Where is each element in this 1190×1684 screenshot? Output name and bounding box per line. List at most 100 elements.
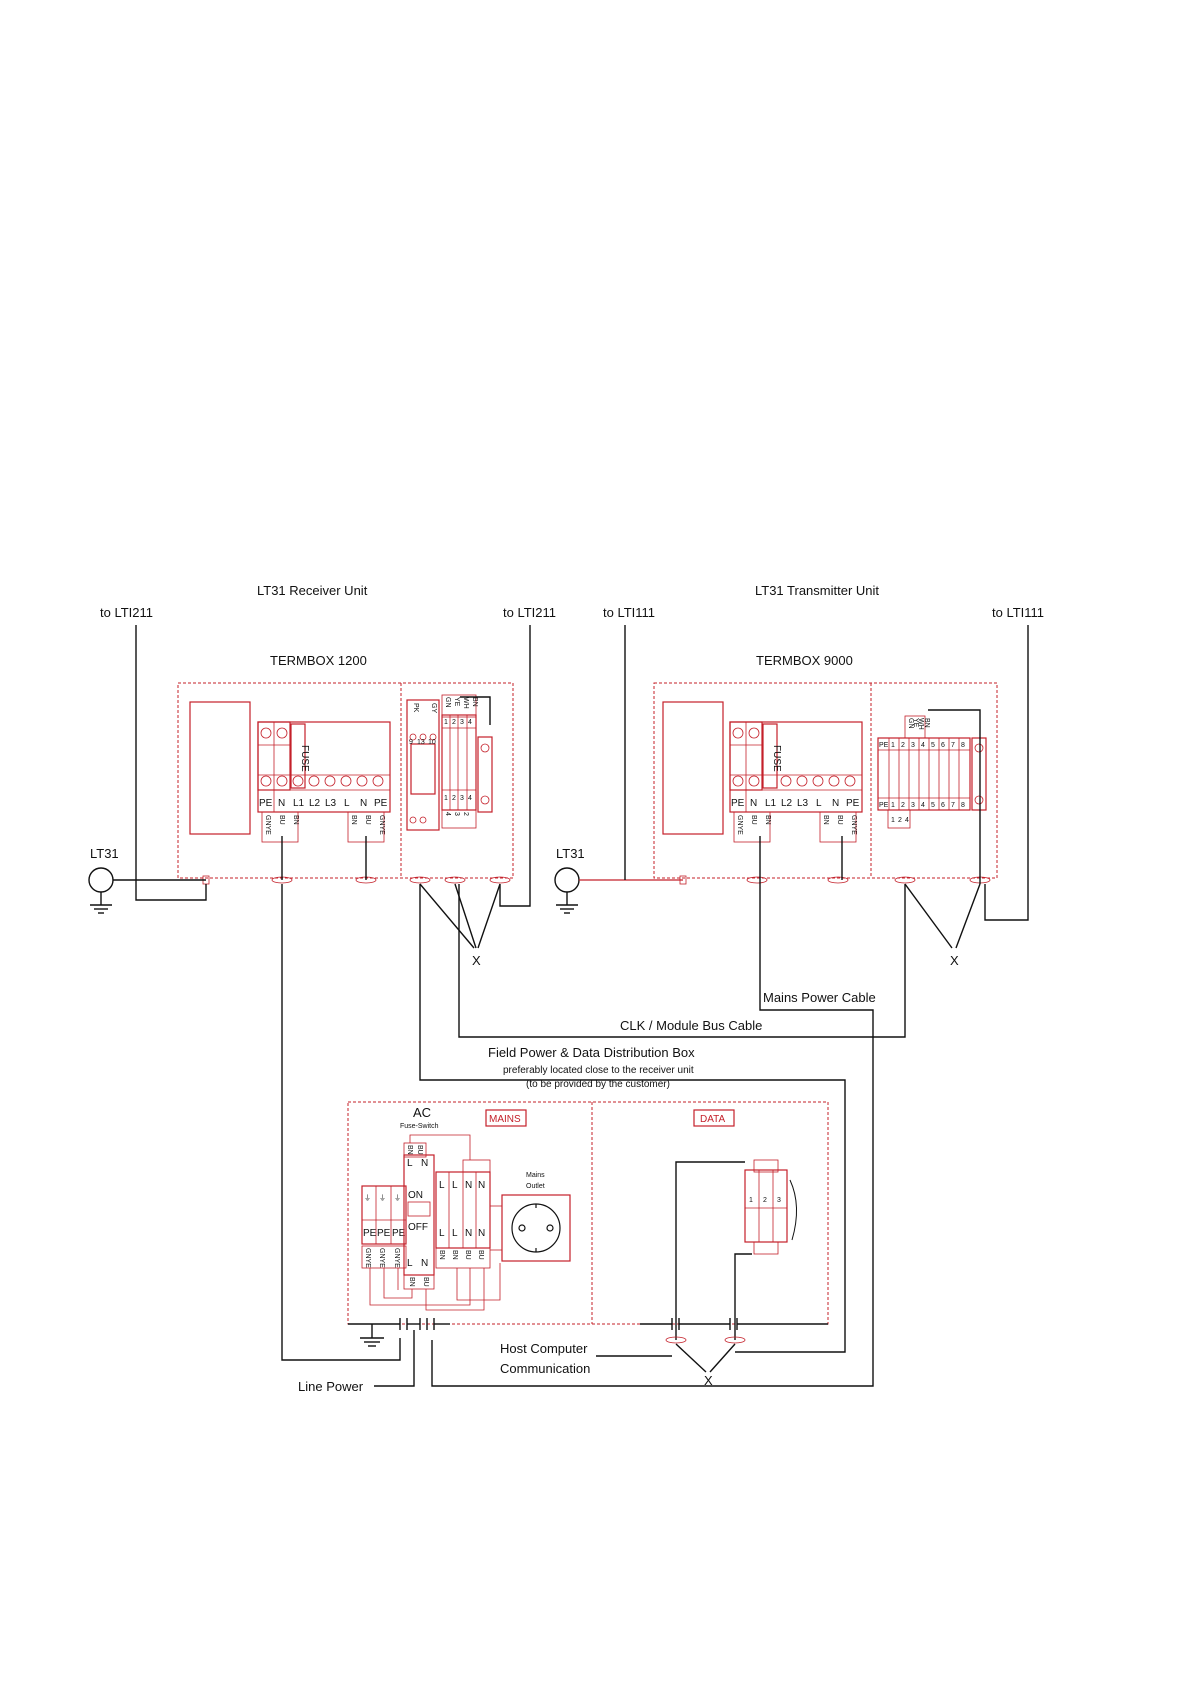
pe-label: PE bbox=[363, 1228, 377, 1239]
screw-icon bbox=[372, 775, 384, 787]
data-pin: 1 bbox=[749, 1197, 753, 1204]
transmitter-cable-glands bbox=[679, 875, 991, 885]
screw-icon bbox=[429, 733, 437, 741]
screw-icon bbox=[324, 775, 336, 787]
receiver-power-module bbox=[189, 701, 251, 835]
module-code: GY bbox=[430, 703, 437, 713]
receiver-terminal-labels: PE N L1 L2 L3 L N PE bbox=[259, 798, 388, 809]
strip-num: 3 bbox=[911, 802, 915, 809]
wire-code: GNYE bbox=[850, 815, 857, 835]
wire-code: BN bbox=[292, 815, 299, 825]
gland-icon bbox=[444, 876, 466, 884]
strip-code: WH bbox=[462, 697, 469, 709]
switch-on-label: ON bbox=[408, 1190, 423, 1201]
wire-code: GNYE bbox=[364, 1248, 371, 1268]
strip-num: 7 bbox=[951, 802, 955, 809]
wire-code: BU bbox=[278, 815, 285, 825]
receiver-x-marker: X bbox=[472, 953, 481, 968]
gland-icon bbox=[894, 876, 916, 884]
terminal-label: PE bbox=[259, 798, 273, 809]
transmitter-x-marker: X bbox=[950, 953, 959, 968]
ac-label: AC bbox=[413, 1105, 431, 1120]
receiver-screw-row bbox=[260, 727, 384, 787]
wire-code: BN bbox=[822, 815, 829, 825]
wire-code: BU bbox=[416, 1145, 423, 1155]
terminal-label: N bbox=[750, 798, 757, 809]
strip-code: BN bbox=[471, 697, 478, 707]
strip-num: 6 bbox=[941, 802, 945, 809]
data-pin: 2 bbox=[763, 1197, 767, 1204]
module-code: PK bbox=[412, 703, 419, 713]
mains-tag bbox=[485, 1109, 527, 1127]
strip-num: 4 bbox=[468, 719, 472, 726]
strip-num: 1 bbox=[891, 742, 895, 749]
terminal-n: N bbox=[478, 1180, 485, 1191]
distribution-box: Field Power & Data Distribution Box pref… bbox=[347, 1045, 829, 1347]
wire-code: BU bbox=[364, 815, 371, 825]
line-power-label: Line Power bbox=[298, 1379, 364, 1394]
strip-num: 2 bbox=[898, 817, 902, 824]
terminal-label: L3 bbox=[797, 798, 809, 809]
strip-num: 1 bbox=[444, 719, 448, 726]
cable-runs bbox=[281, 625, 1029, 1387]
screw-icon bbox=[308, 775, 320, 787]
strip-num: 7 bbox=[951, 742, 955, 749]
transmitter-ground-terminal-icon bbox=[554, 867, 580, 893]
pe-terminal-block: ⏚ ⏚ ⏚ PE PE PE GNYE GNYE GNYE bbox=[361, 1185, 407, 1269]
screw-icon bbox=[419, 816, 427, 824]
wire-code: BN bbox=[350, 815, 357, 825]
strip-num: 2 bbox=[452, 795, 456, 802]
switch-n-label: N bbox=[421, 1158, 428, 1169]
strip-code: 4 bbox=[444, 812, 451, 816]
wire-code: GNYE bbox=[264, 815, 271, 835]
transmitter-earth-icon bbox=[556, 892, 578, 914]
transmitter-fuse-label: FUSE bbox=[771, 745, 782, 772]
clk-bus-cable bbox=[458, 884, 906, 1038]
screw-icon bbox=[260, 775, 272, 787]
terminal-l: L bbox=[439, 1228, 445, 1239]
transmitter-to-right: to LTI111 bbox=[992, 605, 1044, 620]
screw-icon bbox=[409, 816, 417, 824]
distribution-outline bbox=[347, 1101, 829, 1325]
transmitter-ground-label: LT31 bbox=[556, 846, 585, 861]
gland-icon bbox=[409, 876, 431, 884]
strip-num: 5 bbox=[931, 802, 935, 809]
wire-code: GNYE bbox=[378, 1248, 385, 1268]
strip-code: 2 bbox=[462, 812, 469, 816]
terminal-label: L3 bbox=[325, 798, 337, 809]
termbox-9000-outline bbox=[653, 682, 998, 879]
terminal-label: L2 bbox=[781, 798, 793, 809]
terminal-label: L1 bbox=[293, 798, 305, 809]
transmitter-terminal-strip: FUSE PE N L1 L2 L3 L N PE GNYE BU BN bbox=[729, 721, 863, 843]
termbox-1200-outline bbox=[177, 682, 514, 879]
distribution-glands bbox=[348, 1318, 828, 1344]
earth-icon: ⏚ bbox=[379, 1194, 386, 1202]
terminal-l: L bbox=[439, 1180, 445, 1191]
receiver-left-lead bbox=[135, 625, 207, 901]
transmitter-right-lead bbox=[984, 625, 1029, 921]
strip-code: BN bbox=[923, 718, 930, 728]
strip-code: 3 bbox=[453, 812, 460, 816]
screw-icon bbox=[796, 775, 808, 787]
receiver-bus-loop bbox=[460, 696, 491, 725]
wire-code: BU bbox=[836, 815, 843, 825]
receiver-data-strip: GN YE WH BN 1 2 3 4 1 2 3 4 4 3 2 bbox=[441, 694, 493, 829]
screw-icon bbox=[732, 727, 744, 739]
distribution-internal-wiring bbox=[369, 1134, 502, 1311]
screw-icon bbox=[419, 733, 427, 741]
mains-tag-label: MAINS bbox=[489, 1114, 521, 1125]
strip-num: 4 bbox=[921, 742, 925, 749]
screw-icon bbox=[748, 727, 760, 739]
screw-icon bbox=[276, 727, 288, 739]
strip-pe-label: PE bbox=[879, 742, 889, 749]
terminal-label: N bbox=[832, 798, 839, 809]
socket-pin-icon bbox=[518, 1224, 526, 1232]
transmitter-unit-title: LT31 Transmitter Unit bbox=[755, 583, 879, 598]
screw-icon bbox=[828, 775, 840, 787]
switch-l-label: L bbox=[407, 1258, 413, 1269]
transmitter-power-module bbox=[662, 701, 724, 835]
screw-icon bbox=[844, 775, 856, 787]
wire-code: BN bbox=[408, 1277, 415, 1287]
earth-icon: ⏚ bbox=[394, 1194, 401, 1202]
